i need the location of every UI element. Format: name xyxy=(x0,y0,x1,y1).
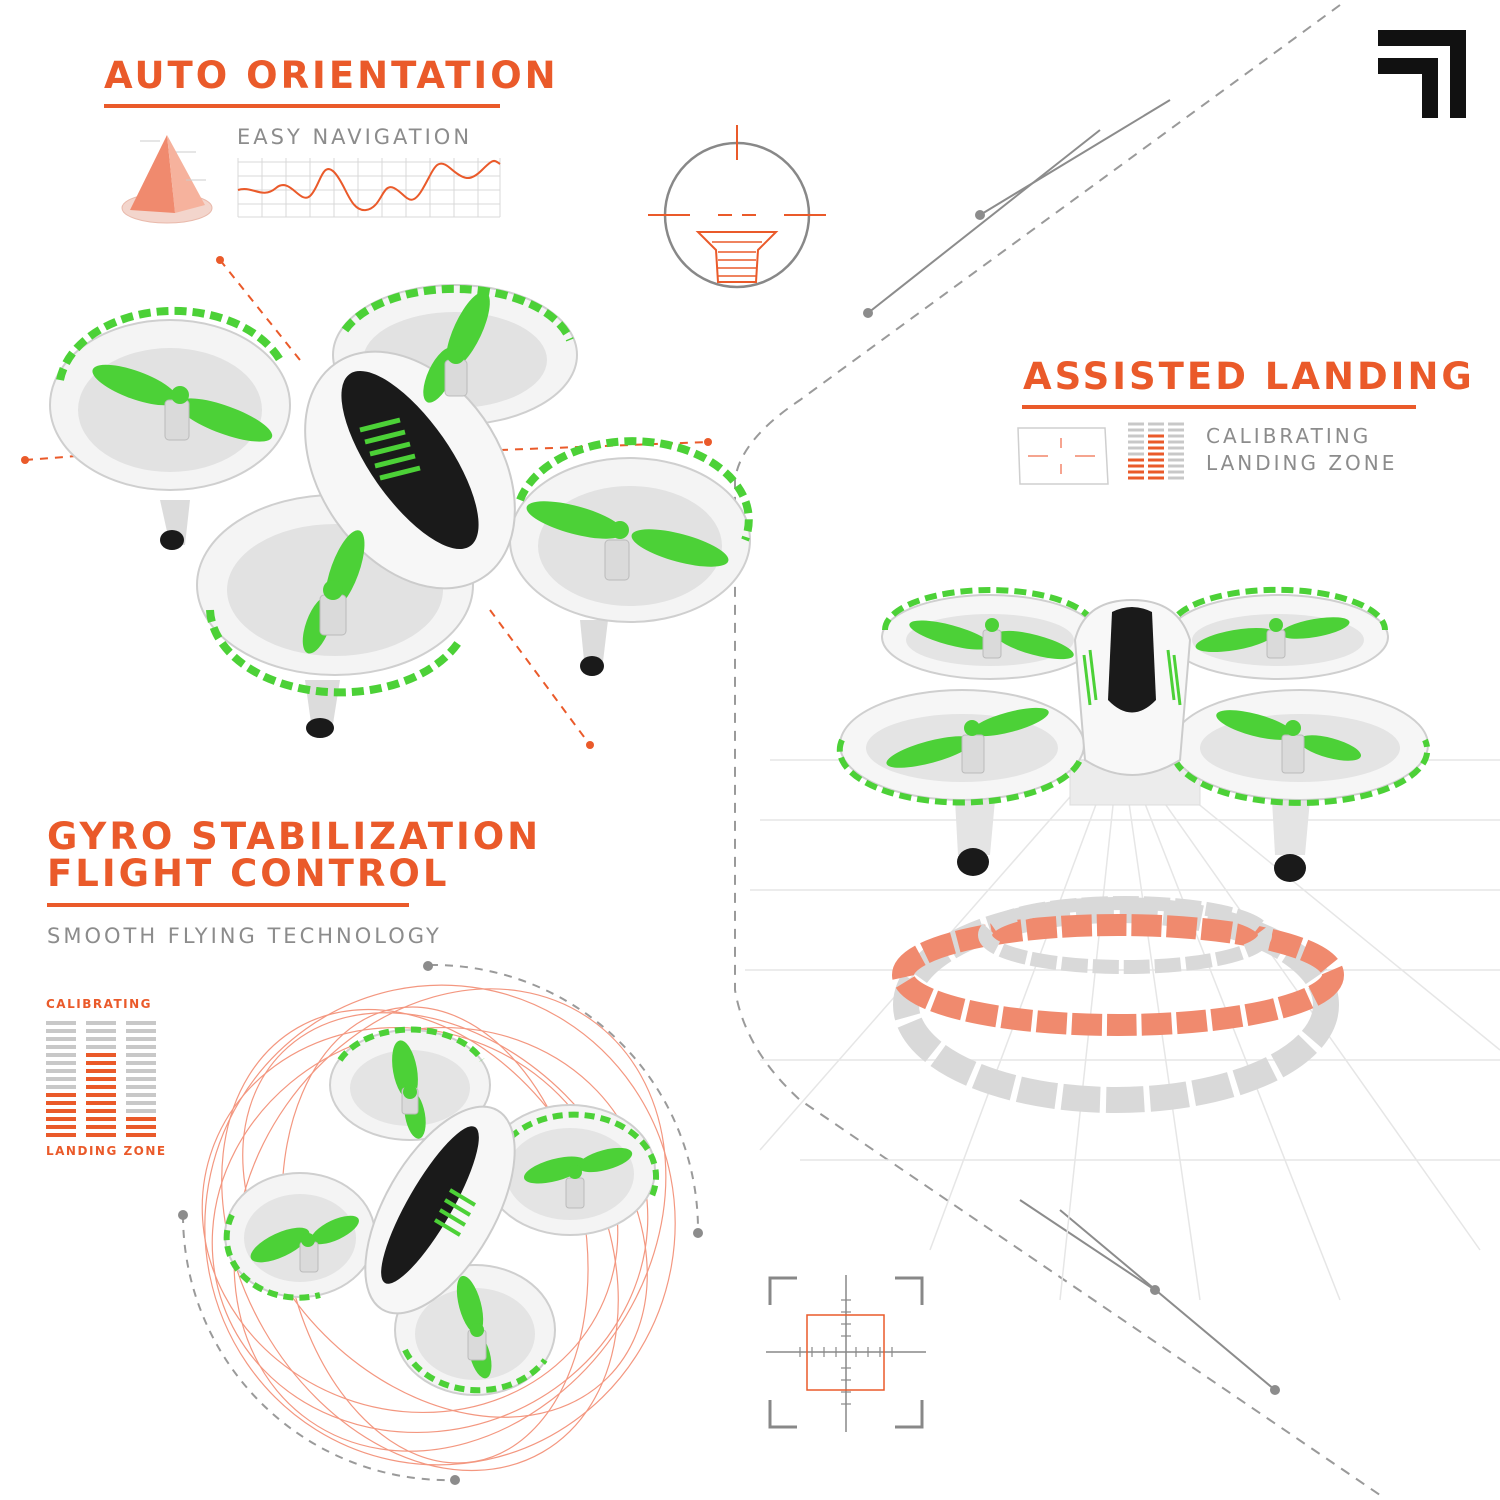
assisted-landing-title: ASSISTED LANDING xyxy=(1023,355,1475,398)
accent-line xyxy=(1059,1209,1276,1391)
gyro-title-line2: FLIGHT CONTROL xyxy=(47,852,450,895)
calibrating-status: CALIBRATING xyxy=(1206,424,1372,448)
accent-line xyxy=(1019,1199,1156,1291)
accent-dot xyxy=(1150,1285,1160,1295)
title-underline xyxy=(47,903,409,907)
gyro-title-line1: GYRO STABILIZATION xyxy=(47,815,542,858)
accent-dot xyxy=(1270,1385,1280,1395)
smooth-flying-subtitle: SMOOTH FLYING TECHNOLOGY xyxy=(47,924,442,948)
landing-zone-status: LANDING ZONE xyxy=(1206,451,1398,475)
accent-dot xyxy=(975,210,985,220)
title-underline xyxy=(1022,405,1416,409)
panel-boundary-dashed xyxy=(734,4,1381,1496)
easy-navigation-subtitle: EASY NAVIGATION xyxy=(237,125,473,149)
meter-bottom-label: LANDING ZONE xyxy=(46,1144,167,1158)
accent-dot xyxy=(863,308,873,318)
auto-orientation-title: AUTO ORIENTATION xyxy=(104,54,559,97)
meter-top-label: CALIBRATING xyxy=(46,997,152,1011)
accent-line xyxy=(867,129,1101,314)
accent-line xyxy=(979,99,1171,216)
title-underline xyxy=(104,104,500,108)
